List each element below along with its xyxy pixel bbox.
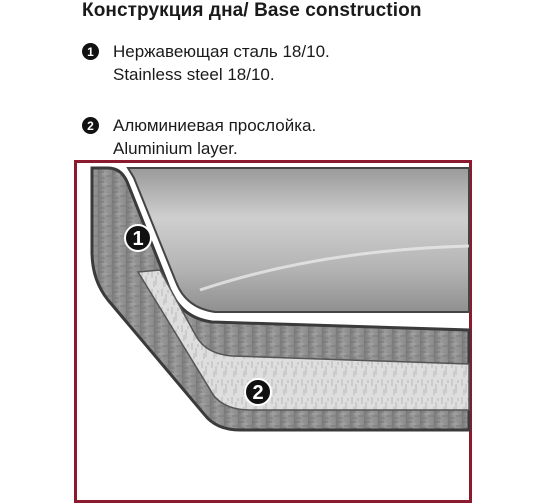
legend-line-en: Stainless steel 18/10.: [113, 65, 275, 84]
legend-item-aluminium-layer: 2 Алюминиевая прослойка. Aluminium layer…: [82, 114, 316, 160]
marker-1: 1: [124, 224, 152, 252]
aluminium-layer: [136, 269, 470, 411]
legend-line-ru: Нержавеющая сталь 18/10.: [113, 42, 330, 61]
legend-text: Алюминиевая прослойка. Aluminium layer.: [113, 114, 316, 160]
number-badge-2: 2: [82, 117, 99, 134]
legend-line-en: Aluminium layer.: [113, 139, 238, 158]
interior-highlight: [199, 244, 470, 292]
marker-2-label: 2: [252, 382, 263, 404]
number-badge-1: 1: [82, 43, 99, 60]
marker-2: 2: [244, 378, 272, 406]
page-title: Конструкция дна/ Base construction: [82, 0, 422, 21]
legend-text: Нержавеющая сталь 18/10. Stainless steel…: [113, 40, 330, 86]
pan-interior: [126, 167, 470, 313]
marker-1-label: 1: [132, 228, 143, 250]
legend-line-ru: Алюминиевая прослойка.: [113, 116, 317, 135]
legend-item-stainless-steel: 1 Нержавеющая сталь 18/10. Stainless ste…: [82, 40, 330, 86]
